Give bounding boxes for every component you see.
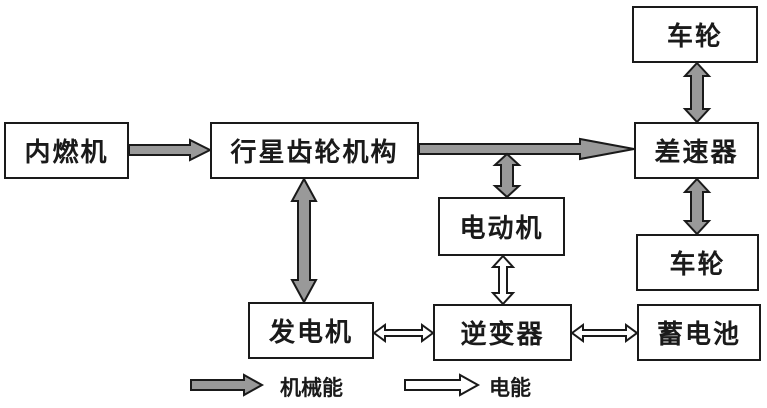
node-wheel-bottom-label: 车轮: [669, 250, 726, 280]
arrow-inverter-battery: [570, 323, 639, 343]
node-battery: 蓄电池: [637, 304, 761, 361]
arrow-motor-inverter: [490, 254, 516, 306]
node-engine-label: 内燃机: [24, 138, 109, 168]
legend-electrical-arrow: [404, 373, 481, 397]
node-wheel-top: 车轮: [632, 6, 758, 63]
arrow-planetary-to-differential: [418, 137, 635, 161]
legend-mechanical-arrow: [190, 373, 265, 397]
node-planetary-gear-label: 行星齿轮机构: [230, 138, 399, 168]
node-battery-label: 蓄电池: [656, 320, 741, 350]
node-differential: 差速器: [634, 122, 759, 179]
arrow-drive-motor: [492, 152, 522, 199]
node-engine: 内燃机: [4, 122, 129, 179]
legend-electrical-label: 电能: [489, 376, 531, 400]
arrow-differential-wheel-top: [682, 61, 712, 124]
node-wheel-bottom: 车轮: [636, 234, 759, 291]
arrow-engine-to-planetary: [128, 138, 213, 162]
arrow-differential-wheel-bottom: [682, 177, 712, 236]
node-differential-label: 差速器: [654, 138, 739, 168]
node-generator: 发电机: [248, 302, 374, 359]
arrow-planetary-generator: [290, 176, 318, 305]
arrow-generator-inverter: [372, 323, 435, 343]
node-motor: 电动机: [438, 197, 565, 256]
node-motor-label: 电动机: [459, 214, 544, 244]
node-inverter: 逆变器: [433, 304, 572, 361]
node-wheel-top-label: 车轮: [666, 22, 723, 52]
legend-mechanical-label: 机械能: [280, 376, 343, 400]
node-planetary-gear: 行星齿轮机构: [210, 122, 419, 179]
node-inverter-label: 逆变器: [460, 320, 545, 350]
node-generator-label: 发电机: [268, 318, 353, 348]
